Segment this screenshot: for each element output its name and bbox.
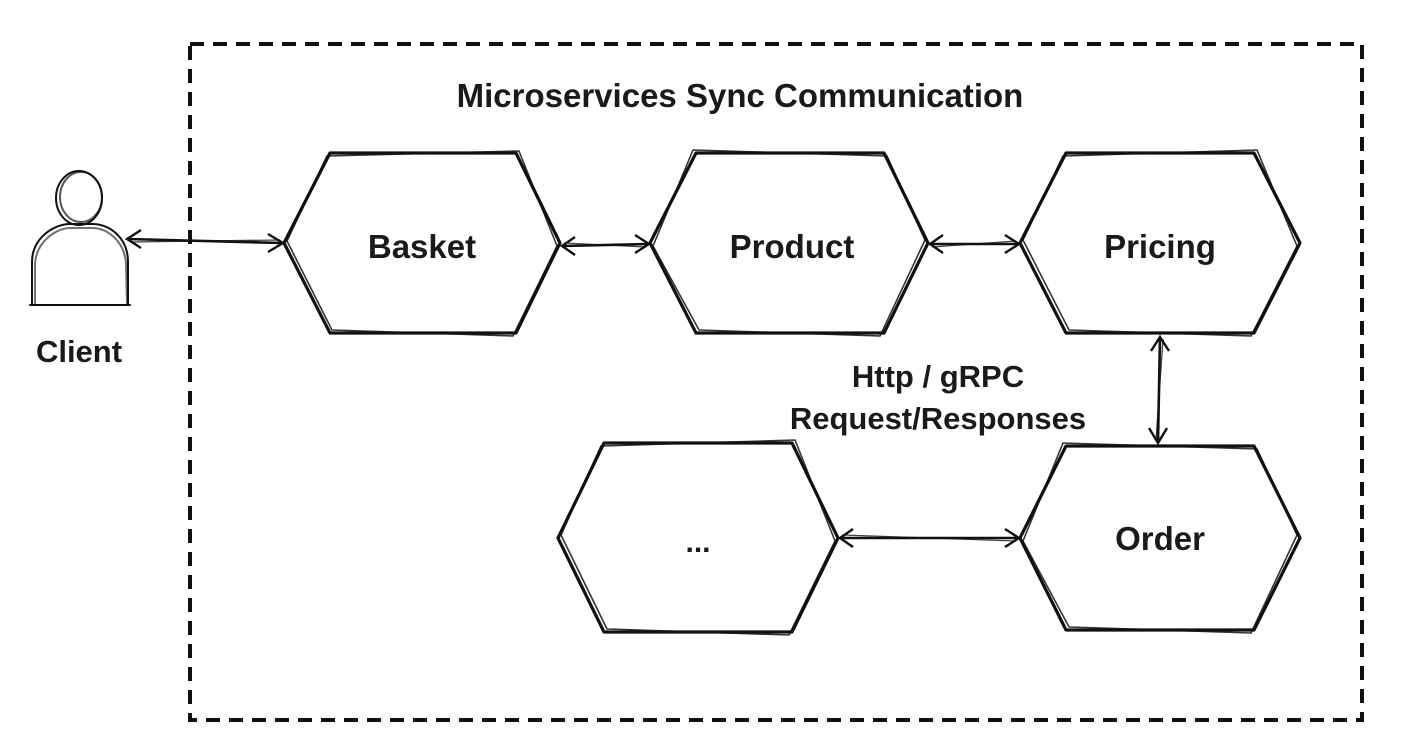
connector-client-basket [124, 228, 286, 254]
pricing-label: Pricing [1104, 228, 1216, 265]
product-service: Product [648, 149, 930, 337]
more-services: ... [556, 439, 840, 636]
basket-service: Basket [282, 150, 562, 337]
protocol-label-line2: Request/Responses [790, 401, 1086, 436]
connector-product-pricing [927, 233, 1022, 255]
pricing-service: Pricing [1018, 149, 1302, 337]
connector-pricing-order [1147, 334, 1171, 446]
client-person-icon [29, 170, 131, 306]
order-label: Order [1115, 520, 1205, 557]
connector-more-order [837, 527, 1022, 549]
connector-basket-product [559, 233, 652, 256]
protocol-label-line1: Http / gRPC [852, 359, 1024, 394]
basket-label: Basket [368, 228, 476, 265]
more-label: ... [685, 526, 710, 559]
order-service: Order [1018, 442, 1302, 634]
client-label: Client [36, 334, 122, 369]
product-label: Product [730, 228, 855, 265]
diagram-title: Microservices Sync Communication [457, 77, 1024, 114]
system-boundary [188, 42, 1364, 722]
